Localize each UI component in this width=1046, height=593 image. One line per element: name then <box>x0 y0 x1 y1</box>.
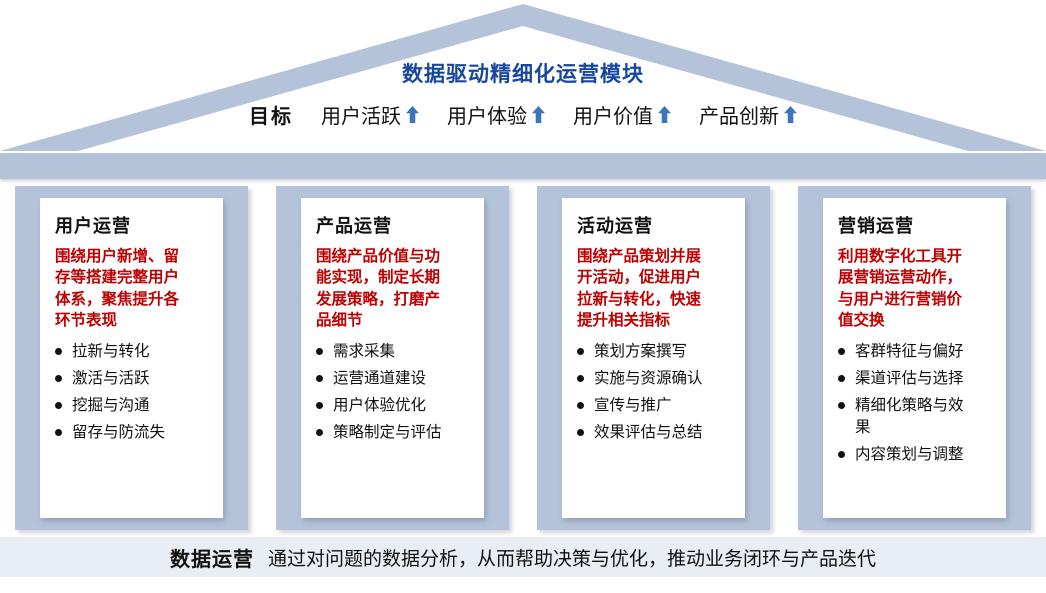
pillar-card: 活动运营 围绕产品策划并展开活动，促进用户拉新与转化，快速提升相关指标 策划方案… <box>562 198 745 518</box>
bullet-text: 激活与活跃 <box>72 369 150 387</box>
roof-band-shape <box>0 4 1046 151</box>
pillar-card: 用户运营 围绕用户新增、留存等搭建完整用户体系，聚焦提升各环节表现 拉新与转化 … <box>40 198 223 518</box>
bullet-text: 效果评估与总结 <box>594 423 703 441</box>
bullet-dot <box>577 401 584 409</box>
goal-text: 用户活跃 <box>321 106 401 128</box>
bullet-item: 用户体验优化 <box>316 395 454 417</box>
bullet-dot <box>838 401 845 409</box>
bullet-item: 策划方案撰写 <box>577 341 715 363</box>
up-arrow-icon <box>406 105 419 123</box>
bullet-dot <box>55 401 62 409</box>
pillar-card: 营销运营 利用数字化工具开展营销运营动作，与用户进行营销价值交换 客群特征与偏好… <box>823 198 1006 518</box>
bullet-dot <box>316 401 323 409</box>
bullet-text: 实施与资源确认 <box>594 369 703 387</box>
roof-beam <box>0 153 1046 179</box>
bullet-item: 留存与防流失 <box>55 422 193 444</box>
pillar-card: 产品运营 围绕产品价值与功能实现，制定长期发展策略，打磨产品细节 需求采集 运营… <box>301 198 484 518</box>
pillar-title: 活动运营 <box>577 216 653 236</box>
up-arrow-icon <box>532 105 545 123</box>
goal-text: 用户价值 <box>573 106 653 128</box>
bullet-item: 宣传与推广 <box>577 395 715 417</box>
bullet-item: 实施与资源确认 <box>577 368 715 390</box>
pillar-description: 围绕产品价值与功能实现，制定长期发展策略，打磨产品细节 <box>316 248 441 330</box>
goal-text: 产品创新 <box>699 106 779 128</box>
bullet-text: 精细化策略与效果 <box>855 396 964 436</box>
footer-label: 数据运营 <box>169 548 254 571</box>
bullet-list: 需求采集 运营通道建设 用户体验优化 策略制定与评估 <box>316 341 454 444</box>
bullet-item: 运营通道建设 <box>316 368 454 390</box>
bullet-item: 客群特征与偏好 <box>838 341 976 363</box>
diagram-title: 数据驱动精细化运营模块 <box>402 63 644 86</box>
bullet-text: 留存与防流失 <box>72 423 166 441</box>
goals-row: 目标 用户活跃 用户体验 用户价值 产品创新 <box>0 100 1046 129</box>
bullet-item: 需求采集 <box>316 341 454 363</box>
pillar-user-operations: 用户运营 围绕用户新增、留存等搭建完整用户体系，聚焦提升各环节表现 拉新与转化 … <box>15 186 248 530</box>
bullet-text: 拉新与转化 <box>72 342 150 360</box>
pillar-marketing-operations: 营销运营 利用数字化工具开展营销运营动作，与用户进行营销价值交换 客群特征与偏好… <box>798 186 1031 530</box>
bullet-item: 拉新与转化 <box>55 341 193 363</box>
bullet-dot <box>55 428 62 436</box>
bullet-text: 内容策划与调整 <box>855 445 964 463</box>
goal-item: 用户体验 <box>447 100 545 129</box>
goal-item: 用户价值 <box>573 100 671 129</box>
bullet-item: 激活与活跃 <box>55 368 193 390</box>
bullet-dot <box>577 347 584 355</box>
bullet-text: 宣传与推广 <box>594 396 672 414</box>
bullet-dot <box>55 347 62 355</box>
bullet-item: 策略制定与评估 <box>316 422 454 444</box>
bullet-dot <box>838 374 845 382</box>
bullet-dot <box>577 374 584 382</box>
pillar-title: 产品运营 <box>316 216 392 236</box>
goal-item: 产品创新 <box>699 100 797 129</box>
bullet-list: 客群特征与偏好 渠道评估与选择 精细化策略与效果 内容策划与调整 <box>838 341 976 466</box>
bullet-text: 运营通道建设 <box>333 369 427 387</box>
bullet-dot <box>55 374 62 382</box>
roof-shape <box>0 4 1046 151</box>
pillar-description: 围绕产品策划并展开活动，促进用户拉新与转化，快速提升相关指标 <box>577 248 702 330</box>
goal-text: 用户体验 <box>447 106 527 128</box>
bullet-item: 渠道评估与选择 <box>838 368 976 390</box>
bullet-list: 拉新与转化 激活与活跃 挖掘与沟通 留存与防流失 <box>55 341 193 444</box>
bullet-text: 策略制定与评估 <box>333 423 442 441</box>
pillar-description: 围绕用户新增、留存等搭建完整用户体系，聚焦提升各环节表现 <box>55 248 180 330</box>
bullet-text: 需求采集 <box>333 342 396 360</box>
bullet-dot <box>316 428 323 436</box>
bullet-dot <box>316 374 323 382</box>
up-arrow-icon <box>784 105 797 123</box>
bullet-text: 渠道评估与选择 <box>855 369 964 387</box>
pillars-row: 用户运营 围绕用户新增、留存等搭建完整用户体系，聚焦提升各环节表现 拉新与转化 … <box>15 186 1031 530</box>
pillar-description: 利用数字化工具开展营销运营动作，与用户进行营销价值交换 <box>838 248 963 330</box>
bullet-text: 客群特征与偏好 <box>855 342 964 360</box>
bullet-item: 内容策划与调整 <box>838 444 976 466</box>
bullet-text: 挖掘与沟通 <box>72 396 150 414</box>
bullet-dot <box>838 450 845 458</box>
goal-item: 用户活跃 <box>321 100 419 129</box>
up-arrow-icon <box>658 105 671 123</box>
bullet-dot <box>577 428 584 436</box>
bullet-item: 挖掘与沟通 <box>55 395 193 417</box>
bullet-list: 策划方案撰写 实施与资源确认 宣传与推广 效果评估与总结 <box>577 341 715 444</box>
pillar-title: 营销运营 <box>838 216 914 236</box>
pillar-product-operations: 产品运营 围绕产品价值与功能实现，制定长期发展策略，打磨产品细节 需求采集 运营… <box>276 186 509 530</box>
bullet-item: 效果评估与总结 <box>577 422 715 444</box>
pillar-activity-operations: 活动运营 围绕产品策划并展开活动，促进用户拉新与转化，快速提升相关指标 策划方案… <box>537 186 770 530</box>
footer-bar: 数据运营 通过对问题的数据分析，从而帮助决策与优化，推动业务闭环与产品迭代 <box>0 537 1046 577</box>
bullet-text: 策划方案撰写 <box>594 342 688 360</box>
goal-label: 目标 <box>249 106 293 128</box>
bullet-dot <box>838 347 845 355</box>
bullet-dot <box>316 347 323 355</box>
footer-text: 通过对问题的数据分析，从而帮助决策与优化，推动业务闭环与产品迭代 <box>267 548 876 570</box>
bullet-item: 精细化策略与效果 <box>838 395 976 439</box>
pillar-title: 用户运营 <box>55 216 131 236</box>
bullet-text: 用户体验优化 <box>333 396 427 414</box>
